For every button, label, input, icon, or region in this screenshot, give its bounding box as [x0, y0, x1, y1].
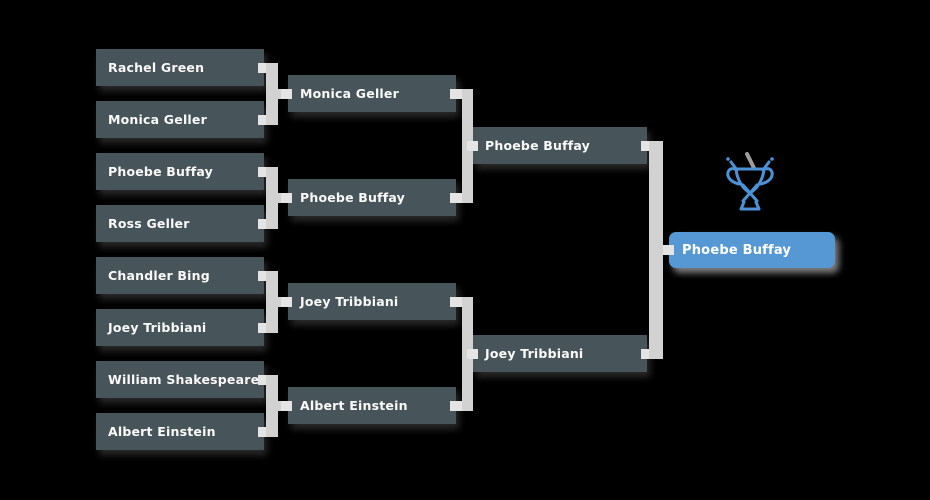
player-name: Ross Geller: [108, 216, 190, 231]
player-name: Phoebe Buffay: [485, 138, 591, 153]
r1-match-joey-tribbiani[interactable]: Joey Tribbiani: [96, 309, 264, 346]
r1-match-ross-geller[interactable]: Ross Geller: [96, 205, 264, 242]
r3-match-phoebe-buffay[interactable]: Phoebe Buffay: [473, 127, 647, 164]
r2-match-albert-einstein[interactable]: Albert Einstein: [288, 387, 456, 424]
player-name: Phoebe Buffay: [300, 190, 406, 205]
r1-match-monica-geller[interactable]: Monica Geller: [96, 101, 264, 138]
player-name: Joey Tribbiani: [300, 294, 399, 309]
player-name: Chandler Bing: [108, 268, 210, 283]
r2-match-joey-tribbiani[interactable]: Joey Tribbiani: [288, 283, 456, 320]
r1-match-phoebe-buffay[interactable]: Phoebe Buffay: [96, 153, 264, 190]
player-name: Monica Geller: [300, 86, 399, 101]
player-name: Rachel Green: [108, 60, 205, 75]
r2-match-monica-geller[interactable]: Monica Geller: [288, 75, 456, 112]
r1-match-chandler-bing[interactable]: Chandler Bing: [96, 257, 264, 294]
player-name: Albert Einstein: [108, 424, 216, 439]
player-name: Albert Einstein: [300, 398, 408, 413]
r3-match-joey-tribbiani[interactable]: Joey Tribbiani: [473, 335, 647, 372]
winner-box[interactable]: Phoebe Buffay: [669, 232, 835, 268]
player-name: William Shakespeare: [108, 372, 260, 387]
player-name: Joey Tribbiani: [485, 346, 584, 361]
player-name: Joey Tribbiani: [108, 320, 207, 335]
trophy-icon: [726, 152, 774, 211]
r1-match-william-shakespeare[interactable]: William Shakespeare: [96, 361, 264, 398]
winner-name: Phoebe Buffay: [682, 242, 792, 258]
r1-match-albert-einstein[interactable]: Albert Einstein: [96, 413, 264, 450]
r1-match-rachel-green[interactable]: Rachel Green: [96, 49, 264, 86]
r2-match-phoebe-buffay[interactable]: Phoebe Buffay: [288, 179, 456, 216]
player-name: Monica Geller: [108, 112, 207, 127]
player-name: Phoebe Buffay: [108, 164, 214, 179]
